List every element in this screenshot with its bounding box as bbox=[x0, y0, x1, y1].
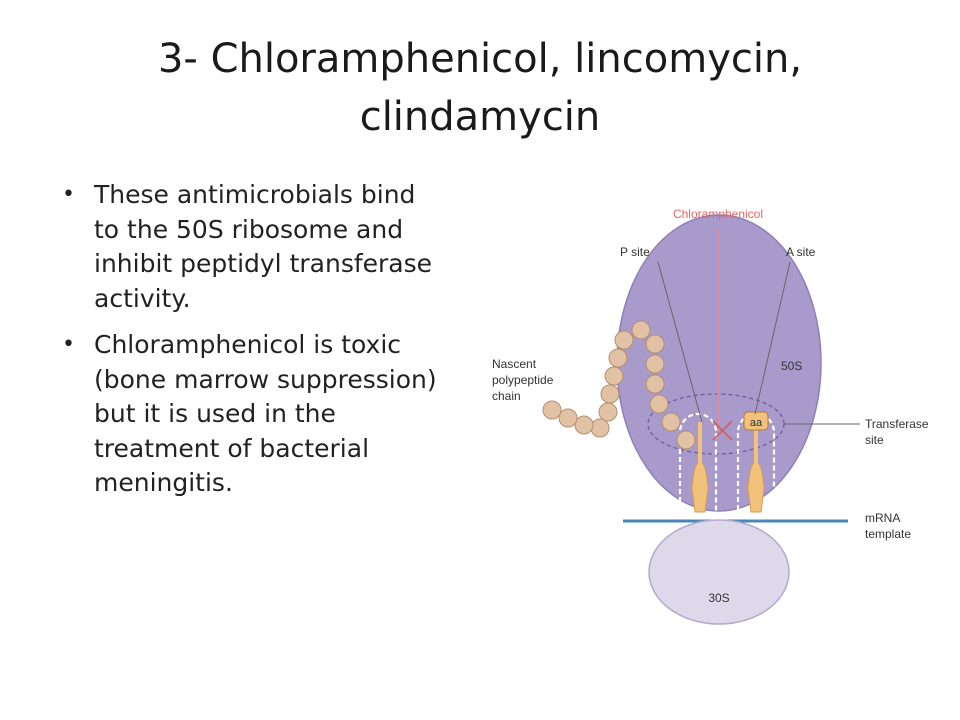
p-site-leader-line bbox=[657, 261, 703, 423]
amino-acid-label: aa bbox=[750, 417, 763, 429]
amino-acid-bead bbox=[542, 400, 562, 420]
amino-acid-bead bbox=[608, 348, 628, 368]
amino-acid-bead bbox=[614, 330, 634, 350]
amino-acid-bead bbox=[590, 418, 610, 438]
bullet-item: • These antimicrobials bind to the 50S r… bbox=[60, 178, 440, 316]
mrna-template-label-line-1: mRNA bbox=[865, 511, 900, 525]
transferase-site-label-line-2: site bbox=[865, 433, 884, 447]
nascent-chain-label-line-2: polypeptide bbox=[492, 373, 554, 387]
p-site-trna-stem bbox=[698, 422, 702, 464]
a-site-trna bbox=[747, 461, 765, 513]
transferase-site-label: Transferase site bbox=[865, 417, 929, 447]
amino-acid-bead bbox=[600, 384, 620, 404]
amino-acid-bead bbox=[598, 402, 618, 422]
ribosome-diagram: aa Chloramphenicol P site A site 50S 30S… bbox=[492, 207, 929, 625]
amino-acid-bead bbox=[604, 366, 624, 386]
p-site-trna-outline bbox=[678, 412, 718, 518]
mrna-template-label: mRNA template bbox=[865, 511, 911, 541]
nascent-chain-label-line-3: chain bbox=[492, 389, 521, 403]
bullet-dot-icon: • bbox=[62, 332, 75, 357]
chloramphenicol-label: Chloramphenicol bbox=[673, 207, 763, 221]
bullet-list: • These antimicrobials bind to the 50S r… bbox=[60, 178, 440, 513]
nascent-chain-label-line-1: Nascent bbox=[492, 357, 537, 371]
slide-title-line-1: 3- Chloramphenicol, lincomycin, bbox=[157, 36, 803, 82]
inhibition-x-icon bbox=[712, 420, 733, 441]
amino-acid-bead bbox=[649, 394, 669, 414]
amino-acid-bead bbox=[645, 374, 665, 394]
amino-acid-bead bbox=[661, 412, 681, 432]
amino-acid-bead bbox=[645, 334, 665, 354]
mrna-template-label-line-2: template bbox=[865, 527, 911, 541]
slide-title-line-2: clindamycin bbox=[359, 94, 601, 140]
p-site-trna bbox=[691, 461, 709, 513]
bullet-text: These antimicrobials bind to the 50S rib… bbox=[94, 180, 433, 313]
bullet-dot-icon: • bbox=[62, 182, 75, 207]
amino-acid-bead bbox=[574, 415, 594, 435]
bullet-item: • Chloramphenicol is toxic (bone marrow … bbox=[60, 328, 440, 501]
transferase-site-label-line-1: Transferase bbox=[865, 417, 929, 431]
nascent-chain-label: Nascent polypeptide chain bbox=[492, 357, 554, 403]
polypeptide-chain bbox=[542, 320, 696, 450]
bullet-text: Chloramphenicol is toxic (bone marrow su… bbox=[94, 330, 437, 497]
subunit-50s-label: 50S bbox=[781, 359, 802, 373]
a-site-trna-stem bbox=[754, 422, 758, 464]
p-site-label: P site bbox=[620, 245, 650, 259]
amino-acid-bead bbox=[645, 354, 665, 374]
amino-acid-bead bbox=[631, 320, 651, 340]
a-site-label: A site bbox=[786, 245, 816, 259]
amino-acid-bead bbox=[558, 408, 578, 428]
subunit-30s-label: 30S bbox=[708, 591, 729, 605]
slide-title: 3- Chloramphenicol, lincomycin, clindamy… bbox=[60, 30, 900, 146]
amino-acid-bead bbox=[676, 430, 696, 450]
amino-acid-box bbox=[743, 411, 769, 431]
subunit-30s bbox=[648, 519, 790, 625]
a-site-leader-line bbox=[754, 261, 791, 415]
